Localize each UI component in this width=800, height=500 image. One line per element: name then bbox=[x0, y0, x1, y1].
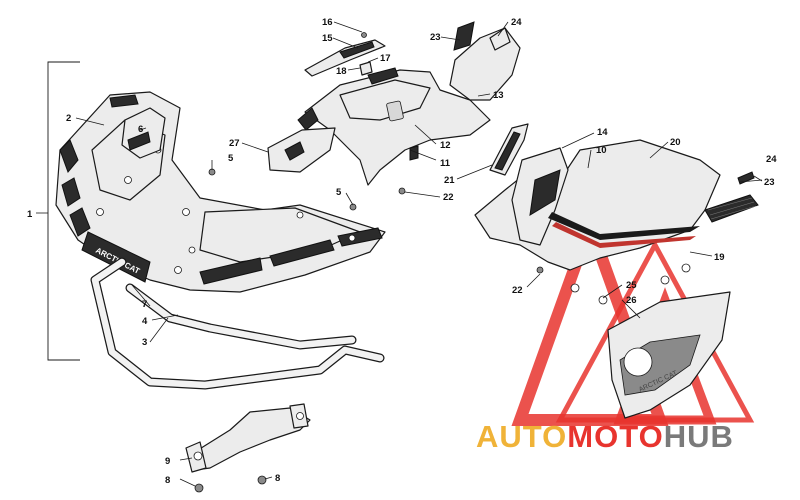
watermark-auto: AUTO bbox=[476, 419, 567, 454]
callout-6: 6 bbox=[138, 124, 143, 135]
callout-24-upper: 24 bbox=[511, 17, 522, 28]
callout-11: 11 bbox=[440, 158, 451, 169]
callout-14: 14 bbox=[597, 127, 608, 138]
callout-17: 17 bbox=[380, 53, 391, 64]
callout-16: 16 bbox=[322, 17, 333, 28]
callout-15: 15 bbox=[322, 33, 333, 44]
callout-5-upper: 5 bbox=[228, 153, 234, 164]
callout-20: 20 bbox=[670, 137, 681, 148]
callout-5-lower: 5 bbox=[336, 187, 342, 198]
callout-23-upper: 23 bbox=[430, 32, 441, 43]
callout-8-right: 8 bbox=[275, 473, 280, 484]
callout-18: 18 bbox=[336, 66, 347, 77]
callout-19: 19 bbox=[714, 252, 725, 263]
callout-23-lower: 23 bbox=[764, 177, 775, 188]
callout-27: 27 bbox=[229, 138, 240, 149]
svg-text:AUTOMOTOHUB: AUTOMOTOHUB bbox=[476, 419, 734, 454]
watermark-hub: HUB bbox=[664, 419, 734, 454]
callout-22-lower: 22 bbox=[512, 285, 523, 296]
callout-3: 3 bbox=[142, 337, 147, 348]
callout-24-lower: 24 bbox=[766, 154, 777, 165]
watermark-moto: MOTO bbox=[567, 419, 663, 454]
callout-12: 12 bbox=[440, 140, 451, 151]
callout-13: 13 bbox=[493, 90, 504, 101]
callout-4: 4 bbox=[142, 316, 148, 327]
callout-10: 10 bbox=[596, 145, 607, 156]
callout-8-left: 8 bbox=[165, 475, 170, 486]
callout-1: 1 bbox=[27, 209, 33, 220]
front-fascia-assembly bbox=[267, 21, 521, 186]
callout-25: 25 bbox=[626, 280, 637, 291]
mounting-bracket bbox=[185, 403, 311, 473]
callout-9: 9 bbox=[165, 456, 170, 467]
callout-labels: 1 2 3 4 5 5 6 7 8 8 9 10 11 12 13 14 15 … bbox=[27, 17, 777, 486]
callout-21: 21 bbox=[444, 175, 455, 186]
callout-22-upper: 22 bbox=[443, 192, 454, 203]
callout-2: 2 bbox=[66, 113, 71, 124]
leader-lines bbox=[36, 21, 763, 487]
lower-fascia-assembly bbox=[474, 123, 759, 305]
front-rack-assembly: ARCTIC CAT bbox=[55, 91, 386, 293]
front-bumper-tube bbox=[90, 257, 385, 390]
callout-26: 26 bbox=[626, 295, 637, 306]
callout-7: 7 bbox=[142, 299, 147, 310]
watermark-text: AUTOMOTOHUB bbox=[476, 419, 734, 454]
skid-plate: ARCTIC CAT bbox=[607, 291, 731, 419]
